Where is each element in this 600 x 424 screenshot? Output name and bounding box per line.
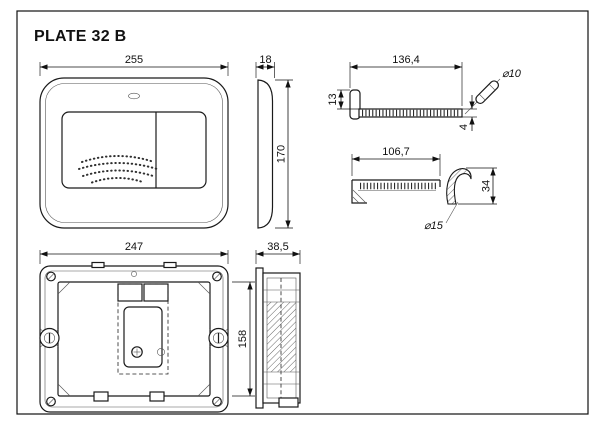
frame-height-label: 158 bbox=[237, 330, 249, 348]
rail-section-view: 106,7 34 ⌀15 bbox=[351, 146, 497, 232]
knob-inner bbox=[213, 332, 225, 344]
side-foot bbox=[278, 397, 299, 408]
knob-left bbox=[39, 327, 60, 349]
pin-diameter-label: ⌀10 bbox=[502, 68, 522, 80]
pin-tick bbox=[488, 84, 496, 91]
front-view: 255 bbox=[39, 54, 229, 229]
rail-length-dimension: 106,7 bbox=[351, 146, 441, 176]
frame-top-tab bbox=[163, 261, 177, 269]
bracket-hatch bbox=[352, 189, 367, 204]
frame-depth-dimension: 38,5 bbox=[255, 241, 301, 264]
sheet-border bbox=[16, 10, 589, 415]
hook-height-label: 34 bbox=[481, 180, 493, 192]
frame-width-label: 247 bbox=[125, 241, 143, 253]
side-flange bbox=[255, 267, 264, 409]
mechanism-box bbox=[143, 283, 169, 302]
rod-clip bbox=[349, 89, 361, 120]
top-center-hole bbox=[131, 271, 137, 277]
plate-inner-edge bbox=[45, 83, 223, 223]
rail-length-label: 106,7 bbox=[382, 146, 410, 158]
frame-height-dimension: 158 bbox=[232, 281, 255, 397]
mechanism-plate bbox=[123, 306, 163, 368]
side-depth-label: 18 bbox=[259, 54, 271, 66]
screw-slot bbox=[47, 398, 55, 405]
brand-mark bbox=[128, 92, 140, 100]
frame-back-view: 247 bbox=[39, 241, 255, 413]
speaker-dots-row bbox=[91, 177, 145, 184]
side-depth-dimension: 18 bbox=[255, 54, 275, 78]
bracket-hatch bbox=[352, 196, 360, 204]
knob-ticks bbox=[209, 328, 228, 348]
front-width-label: 255 bbox=[125, 54, 143, 66]
plate-side-profile bbox=[257, 79, 274, 229]
front-width-dimension: 255 bbox=[39, 54, 229, 76]
small-screw-hole bbox=[157, 348, 165, 356]
hook-part bbox=[446, 168, 472, 205]
frame-side-view: 38,5 bbox=[255, 241, 301, 409]
rod-length-dimension: 136,4 bbox=[349, 54, 463, 106]
side-view: 18 170 bbox=[255, 54, 293, 229]
hook-diameter-label: ⌀15 bbox=[424, 220, 444, 232]
speaker-dots bbox=[78, 155, 158, 184]
rod-section-view: 136,4 13 4 ⌀10 bbox=[327, 54, 522, 131]
hook-height-dimension: 34 bbox=[458, 167, 497, 205]
rod-thickness-label: 4 bbox=[458, 124, 470, 130]
corner-screws bbox=[46, 271, 222, 407]
side-hatch-area bbox=[267, 302, 296, 372]
chamfer-line bbox=[197, 383, 211, 397]
page-title: PLATE 32 B bbox=[34, 28, 127, 45]
pin-tick bbox=[479, 93, 486, 101]
bracket-outline bbox=[351, 180, 367, 204]
rod-length-label: 136,4 bbox=[392, 54, 420, 66]
bottom-clip bbox=[93, 391, 109, 402]
screw-slot bbox=[47, 273, 55, 280]
frame-width-dimension: 247 bbox=[39, 241, 229, 264]
opening-corner-chamfers bbox=[57, 281, 211, 397]
screw-slot bbox=[213, 273, 221, 280]
clip-height-label: 13 bbox=[327, 93, 339, 105]
knob-inner bbox=[43, 332, 55, 344]
chamfer-line bbox=[197, 281, 211, 295]
frame-depth-label: 38,5 bbox=[267, 241, 288, 253]
front-height-dimension: 170 bbox=[275, 79, 293, 229]
center-screw bbox=[131, 346, 143, 358]
hook-leader-line bbox=[445, 201, 459, 224]
screw-slot bbox=[213, 398, 221, 405]
speaker-dots-row bbox=[78, 162, 158, 170]
hidden-outline bbox=[117, 283, 169, 375]
clip-height-dimension: 13 bbox=[327, 89, 359, 110]
pin-body bbox=[475, 80, 500, 105]
bottom-clip bbox=[149, 391, 165, 402]
knob-right bbox=[208, 327, 229, 349]
button-panel bbox=[61, 111, 207, 189]
rail-bracket bbox=[351, 180, 367, 204]
pin-outline bbox=[475, 80, 500, 105]
front-height-label: 170 bbox=[276, 145, 288, 163]
speaker-dots-row bbox=[81, 155, 155, 163]
chamfer-line bbox=[57, 383, 71, 397]
chamfer-line bbox=[57, 281, 71, 295]
mechanism-box bbox=[117, 283, 143, 302]
frame-top-tab bbox=[91, 261, 105, 269]
knob-ticks bbox=[40, 328, 59, 348]
